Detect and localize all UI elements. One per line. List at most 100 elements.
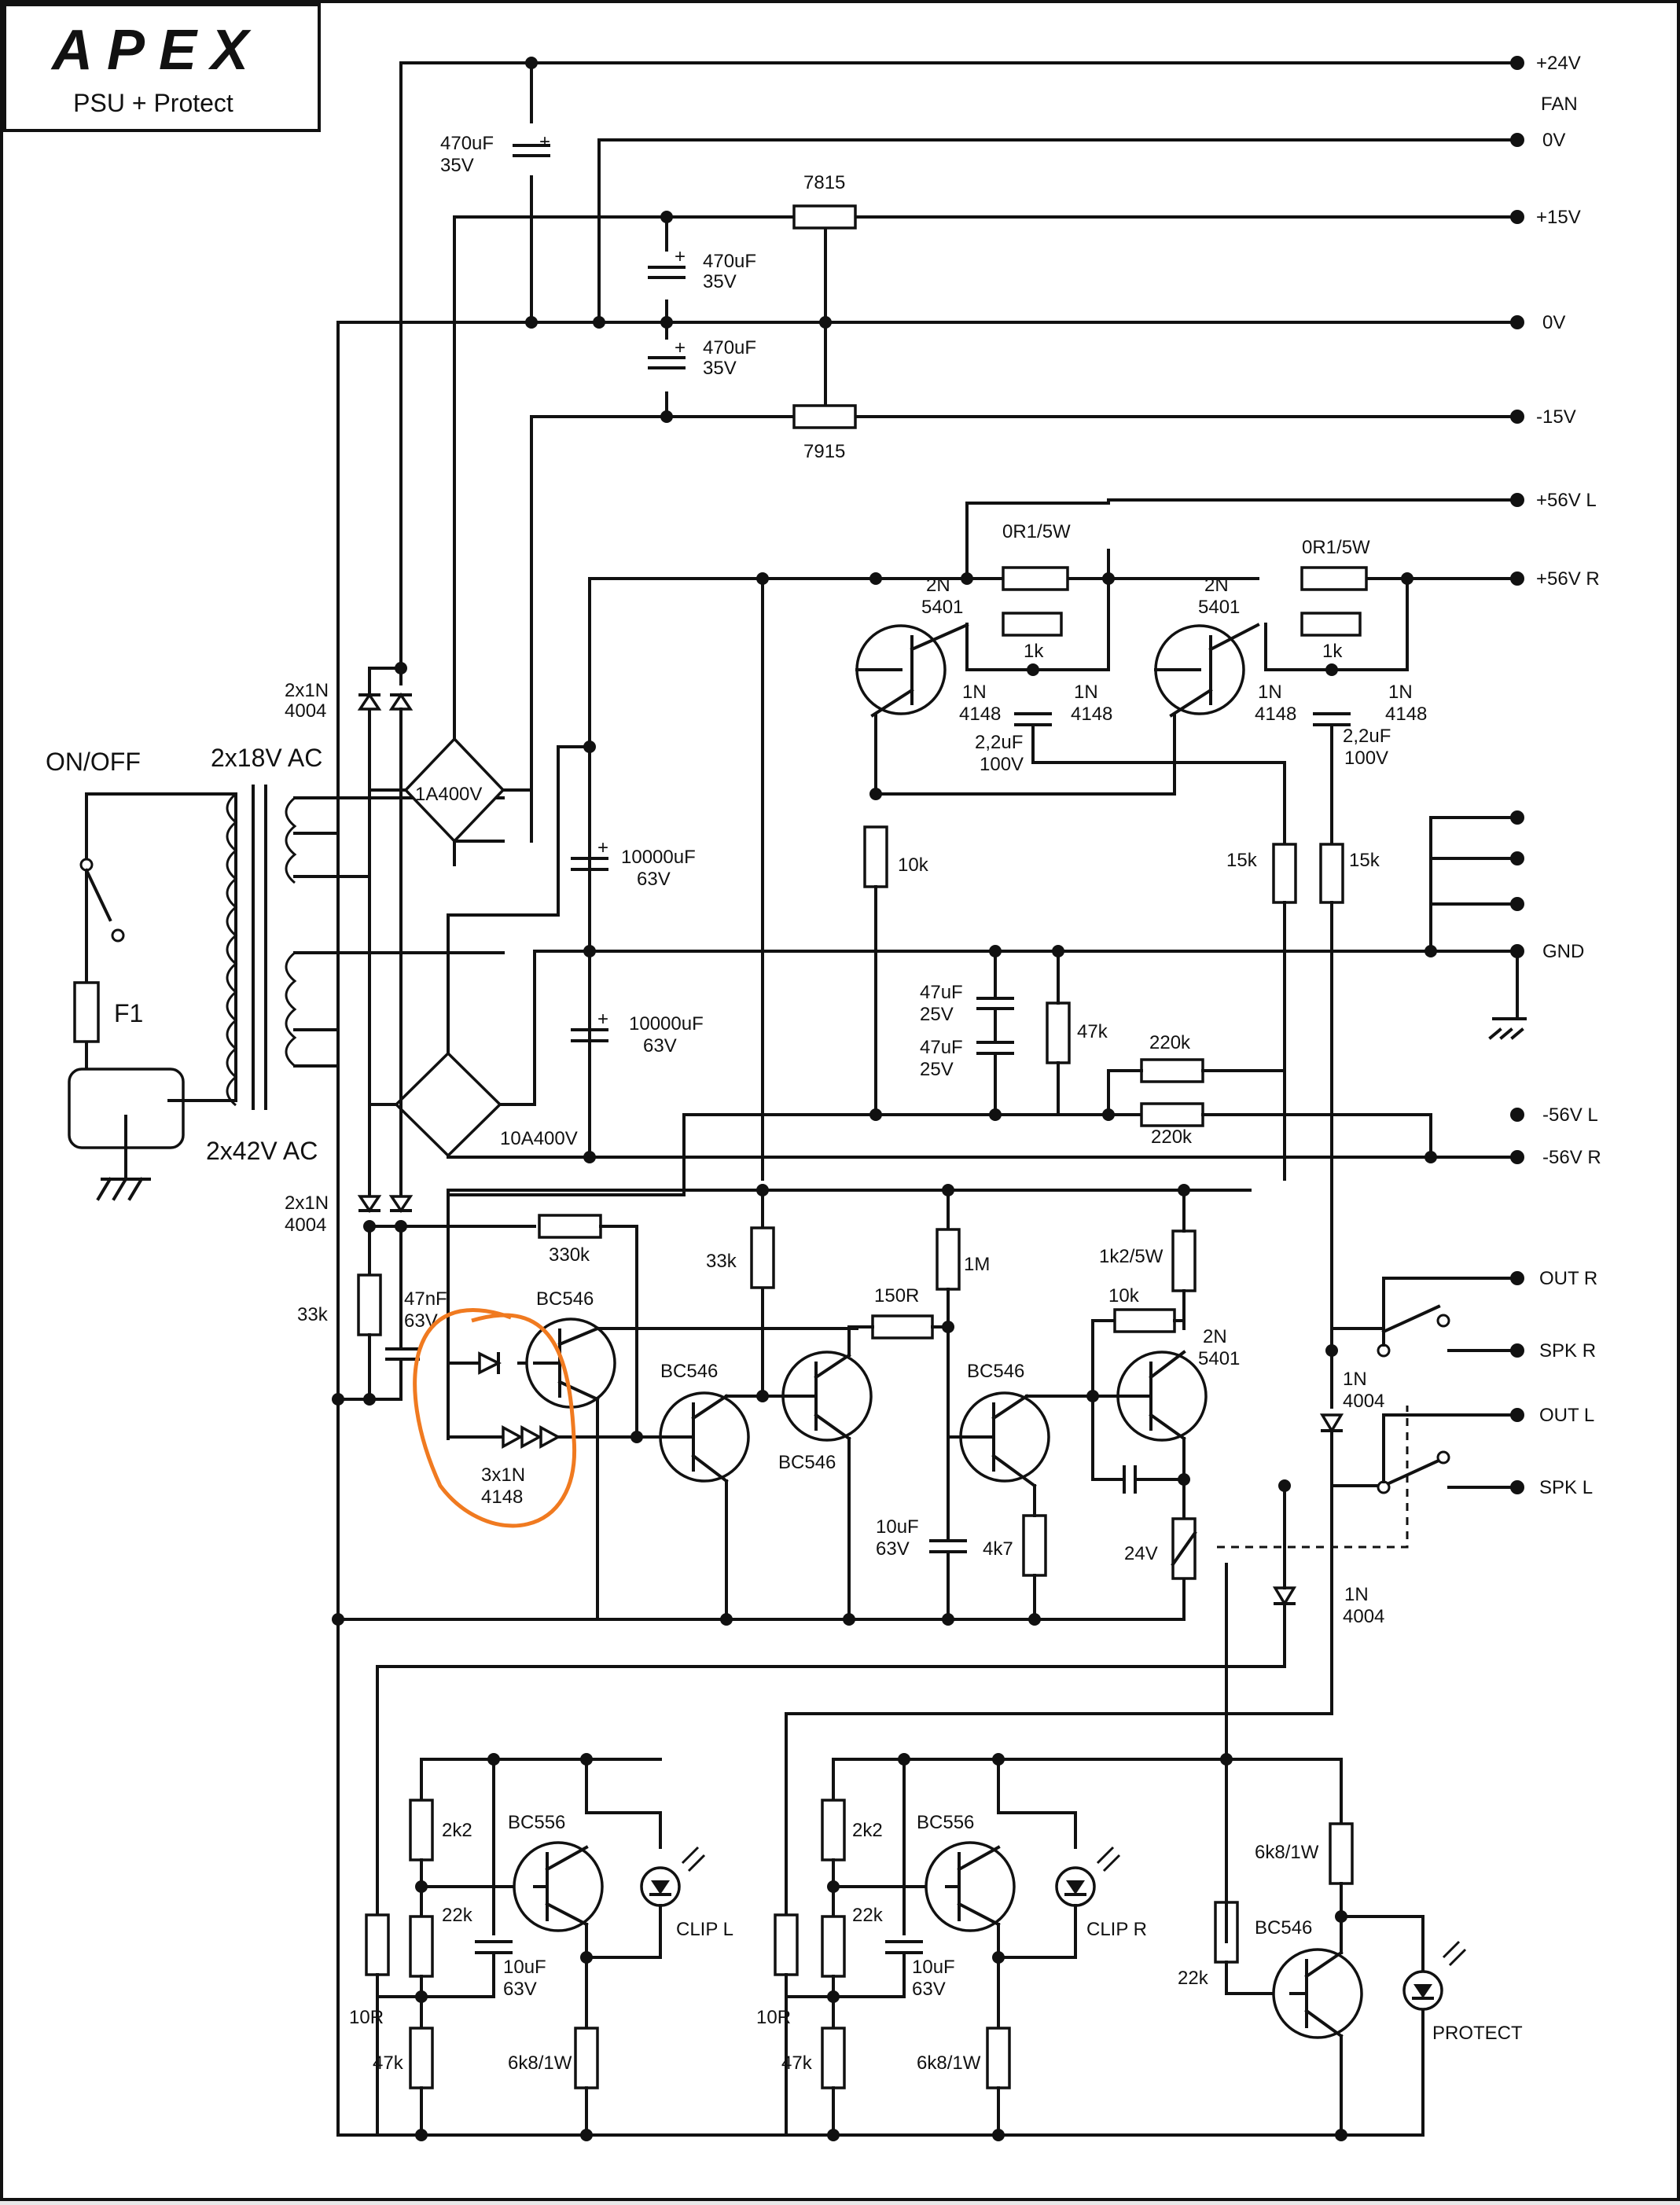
diode-icon bbox=[388, 1195, 414, 1214]
transformer-core bbox=[252, 785, 267, 1110]
terminal-label: +24V bbox=[1536, 53, 1581, 74]
resistor-1k2 bbox=[1171, 1229, 1197, 1292]
cap-label: 47uF bbox=[920, 1037, 963, 1058]
resistor-label: 1k2/5W bbox=[1099, 1246, 1164, 1267]
cap-label: 2,2uF bbox=[1343, 726, 1391, 747]
diode-label: 1N bbox=[1343, 1369, 1367, 1390]
transistor-label: BC546 bbox=[536, 1288, 594, 1310]
resistor-1m bbox=[936, 1228, 961, 1291]
transistor-label: BC556 bbox=[508, 1812, 565, 1833]
plus-mark: + bbox=[675, 246, 686, 267]
diode-label: 4148 bbox=[1385, 704, 1427, 725]
terminal-gnd: GND bbox=[1510, 941, 1584, 962]
resistor-label: 33k bbox=[706, 1251, 737, 1272]
resistor-330k bbox=[538, 1214, 602, 1239]
resistor-10k-protect bbox=[1113, 1308, 1176, 1333]
cap-label: 10uF bbox=[912, 1957, 955, 1978]
relay-label: 24V bbox=[1124, 1543, 1158, 1564]
resistor-33k-mid bbox=[750, 1226, 775, 1289]
secondary-coil bbox=[285, 796, 297, 884]
transistor-label: 5401 bbox=[921, 597, 963, 618]
led-label: CLIP R bbox=[1086, 1919, 1147, 1940]
cap-label: 100V bbox=[1344, 748, 1388, 769]
diode-label: 4148 bbox=[1255, 704, 1296, 725]
diode-label: 4004 bbox=[1343, 1606, 1384, 1627]
transistor-label: BC556 bbox=[917, 1812, 974, 1833]
cap-label: 10000uF bbox=[629, 1013, 704, 1035]
resistor-220k bbox=[1140, 1102, 1204, 1127]
resistor-label: 0R1/5W bbox=[1002, 521, 1071, 542]
terminal-label: +56V R bbox=[1536, 568, 1600, 590]
terminal-outr: OUT R bbox=[1510, 1268, 1597, 1289]
diode-label: 4148 bbox=[959, 704, 1001, 725]
cap-label: 25V bbox=[920, 1059, 954, 1080]
resistor-label: 0R1/5W bbox=[1302, 537, 1370, 558]
fuse-label: F1 bbox=[114, 999, 143, 1027]
transistor-bc556-r bbox=[925, 1841, 1016, 1932]
transistor-label: BC546 bbox=[967, 1361, 1024, 1382]
terminal-label: -15V bbox=[1536, 406, 1576, 428]
resistor-0r1 bbox=[1002, 566, 1069, 591]
resistor-label: 22k bbox=[442, 1905, 473, 1926]
transistor-label: 5401 bbox=[1198, 1348, 1240, 1369]
cap-47u-pair bbox=[976, 950, 1014, 1116]
sec1-label: 2x18V AC bbox=[211, 744, 322, 772]
terminal-outl: OUT L bbox=[1510, 1405, 1594, 1426]
plus-mark: + bbox=[539, 131, 550, 153]
diode-label: 4004 bbox=[285, 700, 326, 722]
diode-label: 4004 bbox=[285, 1215, 326, 1236]
regulator-label: 7815 bbox=[803, 172, 845, 193]
sec2-label: 2x42V AC bbox=[206, 1137, 318, 1165]
cap-label: 470uF bbox=[703, 337, 756, 358]
resistor-label: 150R bbox=[874, 1285, 919, 1306]
resistor-label: 2k2 bbox=[442, 1820, 472, 1841]
cap-label: 25V bbox=[920, 1004, 954, 1025]
cap-label: 63V bbox=[643, 1035, 677, 1057]
terminal-p24: +24V bbox=[1510, 53, 1581, 74]
terminal-label: -56V L bbox=[1542, 1104, 1598, 1126]
transistor-label: BC546 bbox=[778, 1452, 836, 1473]
terminal-spkl: SPK L bbox=[1510, 1477, 1593, 1498]
resistor-0r1 bbox=[1300, 566, 1368, 591]
terminal-p56r: +56V R bbox=[1510, 568, 1600, 590]
cap-label: 10uF bbox=[876, 1516, 919, 1538]
resistor-label: 47k bbox=[1077, 1021, 1108, 1042]
resistor-label: 1k bbox=[1322, 641, 1343, 662]
light-emission-icon bbox=[1442, 1940, 1467, 1967]
cap-label: 470uF bbox=[703, 251, 756, 272]
resistor-label: 6k8/1W bbox=[1255, 1842, 1319, 1863]
earth-icon bbox=[1488, 950, 1527, 1040]
resistor-label: 10R bbox=[349, 2007, 384, 2028]
led-label: CLIP L bbox=[676, 1919, 733, 1940]
onoff-label: ON/OFF bbox=[46, 748, 141, 776]
aux-supplies: 470uF 35V + + + 470uF 35V 470uF 35V 7815… bbox=[440, 131, 857, 462]
transistor-label: 2N bbox=[1204, 575, 1229, 596]
diode-icon bbox=[502, 1425, 524, 1449]
resistor-label: 2k2 bbox=[852, 1820, 883, 1841]
cap-label: 63V bbox=[876, 1538, 910, 1560]
resistor-150r bbox=[871, 1314, 934, 1340]
bridge-label: 10A400V bbox=[500, 1128, 578, 1149]
resistor-label: 6k8/1W bbox=[508, 2052, 572, 2074]
resistor-label: 15k bbox=[1226, 850, 1258, 871]
terminal-m15: -15V bbox=[1510, 406, 1576, 428]
resistor-label: 330k bbox=[549, 1244, 590, 1266]
cap-label: 10000uF bbox=[621, 847, 696, 868]
resistor-label: 22k bbox=[1178, 1968, 1209, 1989]
cap-label: 2,2uF bbox=[975, 732, 1023, 753]
clip-right-circuit: 2k2 22k 10uF 63V BC556 CLIP R 6k8/1W 10R… bbox=[756, 1758, 1228, 2137]
light-emission-icon bbox=[681, 1846, 706, 1872]
diode-label: 1N bbox=[962, 682, 987, 703]
title-subtitle: PSU + Protect bbox=[73, 89, 233, 117]
transistor-label: BC546 bbox=[1255, 1917, 1312, 1939]
terminal-spkr: SPK R bbox=[1510, 1340, 1596, 1362]
relay-contacts: 1N 4004 1N 4004 bbox=[376, 1277, 1519, 2137]
diode-icon bbox=[478, 1351, 502, 1375]
diode-label: 1N bbox=[1258, 682, 1282, 703]
resistor-label: 47k bbox=[373, 2052, 404, 2074]
terminal-label: +15V bbox=[1536, 207, 1581, 228]
cap-10u bbox=[929, 1288, 967, 1621]
resistor-label: 220k bbox=[1149, 1032, 1191, 1053]
resistor-label: 4k7 bbox=[983, 1538, 1013, 1560]
